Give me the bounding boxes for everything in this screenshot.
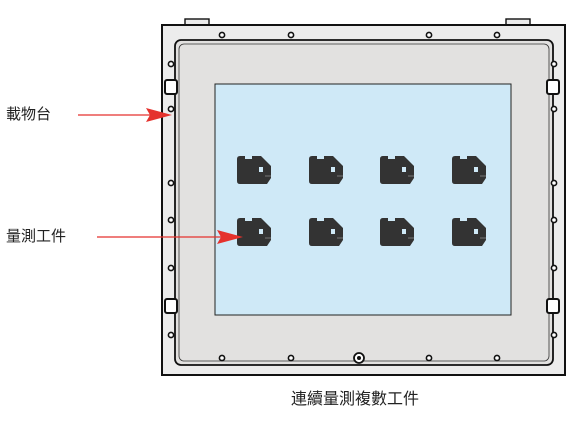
glass-measurement-area [214, 83, 512, 316]
left-clamp-top [164, 79, 178, 95]
screw-icon [167, 179, 175, 187]
workpiece-grid [237, 156, 486, 246]
notched-workpiece-icon [309, 156, 343, 184]
screw-icon [550, 331, 558, 339]
screw-icon [218, 31, 226, 39]
screw-icon [425, 354, 433, 362]
notched-workpiece-icon [452, 156, 486, 184]
screw-icon [550, 60, 558, 68]
screw-icon [167, 264, 175, 272]
stage-arrow [78, 108, 172, 122]
bottom-knob [353, 352, 365, 364]
stage-label: 載物台 [6, 105, 52, 123]
workpiece-label: 量測工件 [6, 227, 67, 245]
screw-icon [493, 31, 501, 39]
workpiece-arrow [97, 230, 243, 244]
screw-icon [493, 354, 501, 362]
screw-icon [287, 354, 295, 362]
screw-icon [167, 105, 175, 113]
diagram-caption: 連續量測複數工件 [290, 389, 419, 408]
right-clamp-bottom [546, 298, 560, 314]
notched-workpiece-icon [452, 218, 486, 246]
left-clamp-bottom [164, 298, 178, 314]
notched-workpiece-icon [237, 156, 271, 184]
screw-icon [550, 179, 558, 187]
notched-workpiece-icon [309, 218, 343, 246]
screw-icon [167, 331, 175, 339]
screw-icon [167, 216, 175, 224]
frame-screws [167, 31, 558, 362]
screw-icon [218, 354, 226, 362]
screw-icon [550, 264, 558, 272]
notched-workpiece-icon [380, 218, 414, 246]
right-clamp-top [546, 79, 560, 95]
screw-icon [550, 216, 558, 224]
screw-icon [425, 31, 433, 39]
notched-workpiece-icon [380, 156, 414, 184]
screw-icon [287, 31, 295, 39]
screw-icon [550, 105, 558, 113]
notched-workpiece-icon [237, 218, 271, 246]
screw-icon [167, 60, 175, 68]
